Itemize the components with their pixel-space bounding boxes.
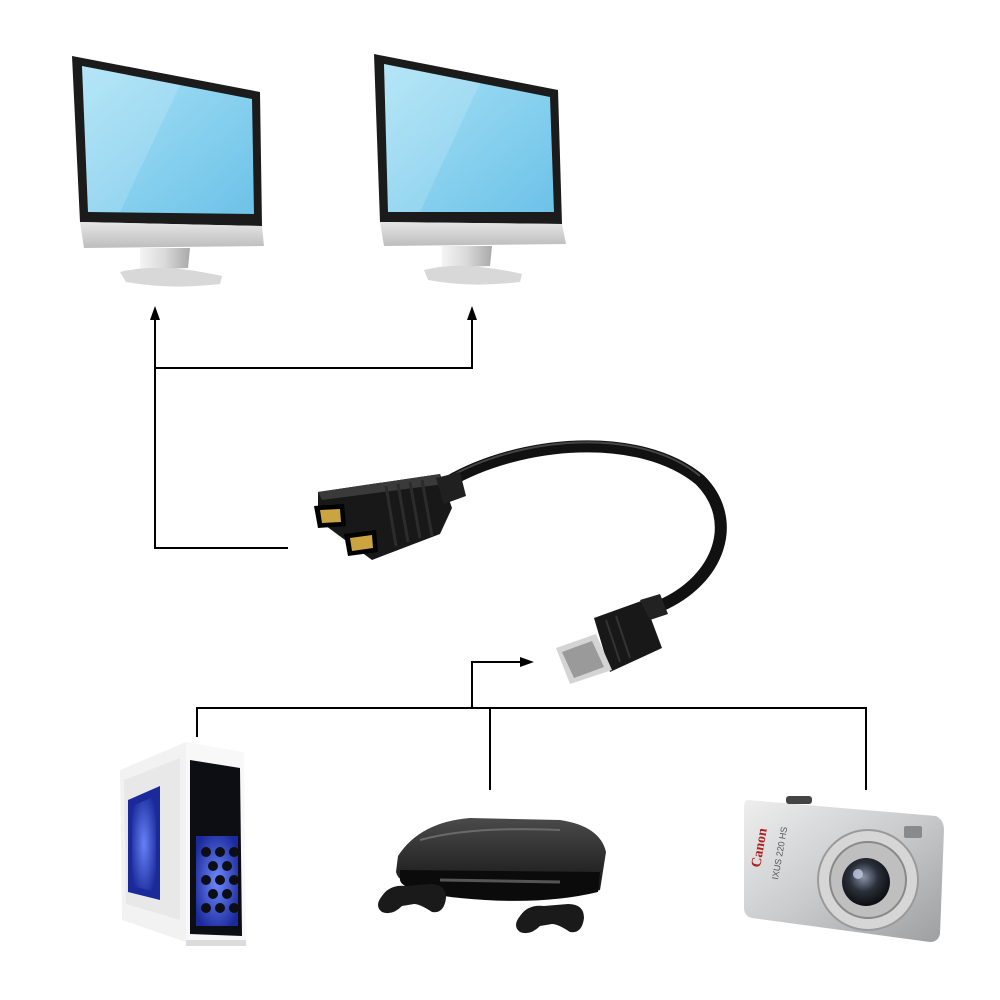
- camera-lens: [842, 858, 890, 906]
- gamepad-icon: [378, 884, 446, 914]
- input-connector-lines: [196, 661, 867, 790]
- arrow-right-icon: [520, 657, 534, 667]
- pc-tower-icon: [120, 742, 246, 946]
- hdmi-splitter-cable: [314, 440, 727, 684]
- camera-icon: Canon IXUS 220 HS: [744, 796, 944, 942]
- desktop-pc: [120, 742, 246, 946]
- camera-brand: Canon: [749, 827, 771, 869]
- monitor-icon: [374, 54, 566, 285]
- gamepad-icon: [516, 904, 584, 934]
- game-console-icon: [378, 818, 606, 934]
- output-connector-lines: [154, 318, 473, 549]
- digital-camera: Canon IXUS 220 HS: [744, 796, 944, 942]
- game-console: [378, 818, 606, 934]
- hdmi-female-port: [314, 504, 346, 528]
- hdmi-female-port: [344, 530, 378, 556]
- hdmi-splitter-cable-icon: [314, 440, 727, 684]
- monitor-screen: [82, 66, 254, 214]
- monitor-screen: [384, 64, 554, 212]
- monitor-icon: [72, 56, 264, 287]
- arrow-up-icon: [467, 306, 477, 320]
- hdmi-male-plug: [556, 594, 668, 684]
- arrow-up-icon: [150, 306, 160, 320]
- monitor-left: [72, 56, 264, 287]
- monitor-right: [374, 54, 566, 285]
